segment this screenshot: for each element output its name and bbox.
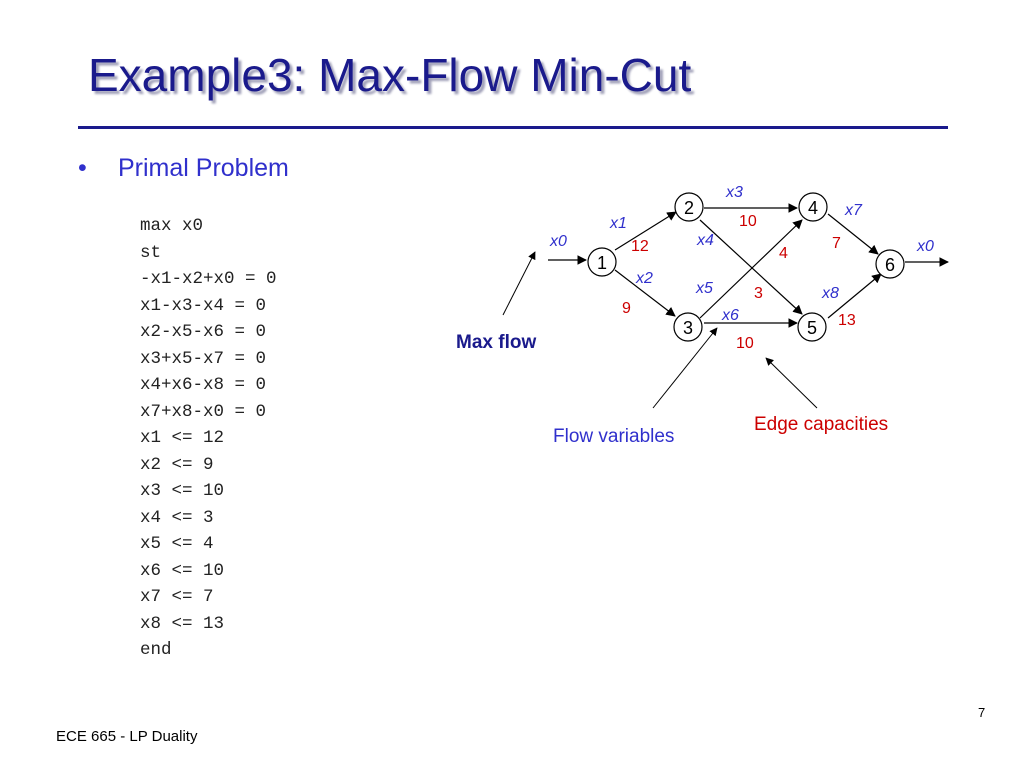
max-flow-pointer-arrow	[502, 251, 536, 316]
node-label: 3	[683, 318, 693, 338]
flow-variable-label: x0	[549, 233, 567, 250]
code-line: x1 <= 12	[140, 428, 225, 448]
code-line: x4+x6-x8 = 0	[140, 375, 267, 395]
flow-variable-label: x6	[721, 307, 739, 324]
flow-variables-annotation: Flow variables	[553, 426, 674, 447]
node-6: 6	[875, 249, 905, 279]
capacity-label: 10	[739, 213, 757, 230]
code-line: x6 <= 10	[140, 560, 225, 581]
bullet-text: Primal Problem	[118, 154, 289, 182]
code-line: x2-x5-x6 = 0	[140, 322, 267, 342]
capacity-label: 9	[622, 300, 631, 317]
flow-variable-label: x2	[635, 270, 653, 287]
flow-variable-label: x4	[696, 232, 714, 249]
code-line: x7+x8-x0 = 0	[140, 401, 267, 422]
flow-variable-label: x1	[609, 215, 627, 232]
capacity-label: 3	[754, 285, 763, 302]
code-line: x3 <= 10	[140, 481, 225, 501]
edge-1-2	[614, 211, 677, 251]
edge-capacities-pointer-arrow	[765, 357, 818, 409]
node-2: 2	[674, 192, 704, 222]
capacity-label: 13	[838, 312, 856, 329]
bullet-item: • Primal Problem	[78, 154, 289, 183]
code-line: end	[140, 640, 172, 660]
code-line: x1-x3-x4 = 0	[140, 295, 267, 316]
code-line: x8 <= 13	[140, 613, 225, 634]
bullet-dot-icon: •	[78, 154, 87, 182]
title-divider	[78, 126, 948, 129]
code-line: x2 <= 9	[140, 454, 214, 475]
code-line: x7 <= 7	[140, 587, 214, 607]
code-line: x5 <= 4	[140, 534, 214, 554]
code-line: max x0	[140, 216, 204, 236]
flow-variable-label: x8	[821, 285, 839, 302]
node-5: 5	[797, 312, 827, 342]
node-4: 4	[798, 192, 828, 222]
flow-variables-pointer-arrow	[652, 327, 718, 409]
flow-variable-label: x5	[695, 280, 713, 297]
edge-4-6	[827, 213, 879, 255]
node-label: 5	[807, 318, 817, 338]
edge-5-6	[827, 273, 882, 319]
slide-title: Example3: Max-Flow Min-Cut	[88, 49, 692, 101]
edge-3-4	[699, 219, 803, 319]
node-1: 1	[587, 247, 617, 277]
capacity-label: 4	[779, 245, 788, 262]
flow-variable-label: x0	[916, 238, 934, 255]
node-label: 6	[885, 255, 895, 275]
node-label: 4	[808, 198, 818, 218]
node-3: 3	[673, 312, 703, 342]
edge-capacities-annotation: Edge capacities	[754, 414, 888, 435]
capacity-label: 12	[631, 238, 649, 255]
capacity-label: 7	[832, 235, 841, 252]
node-label: 1	[597, 253, 607, 273]
capacity-label: 10	[736, 335, 754, 352]
max-flow-annotation: Max flow	[456, 332, 536, 353]
code-line: x3+x5-x7 = 0	[140, 348, 267, 369]
code-line: -x1-x2+x0 = 0	[140, 269, 277, 289]
edge-1-3	[614, 269, 676, 317]
code-line: x4 <= 3	[140, 507, 214, 528]
flow-variable-label: x7	[844, 202, 863, 219]
lp-code-block: max x0 st -x1-x2+x0 = 0 x1-x3-x4 = 0 x2-…	[140, 213, 277, 664]
node-label: 2	[684, 198, 694, 218]
footer-text: ECE 665 - LP Duality	[56, 728, 198, 745]
edge-2-5	[699, 219, 803, 315]
code-line: st	[140, 242, 162, 263]
page-number: 7	[978, 705, 986, 720]
flow-variable-label: x3	[725, 184, 743, 201]
